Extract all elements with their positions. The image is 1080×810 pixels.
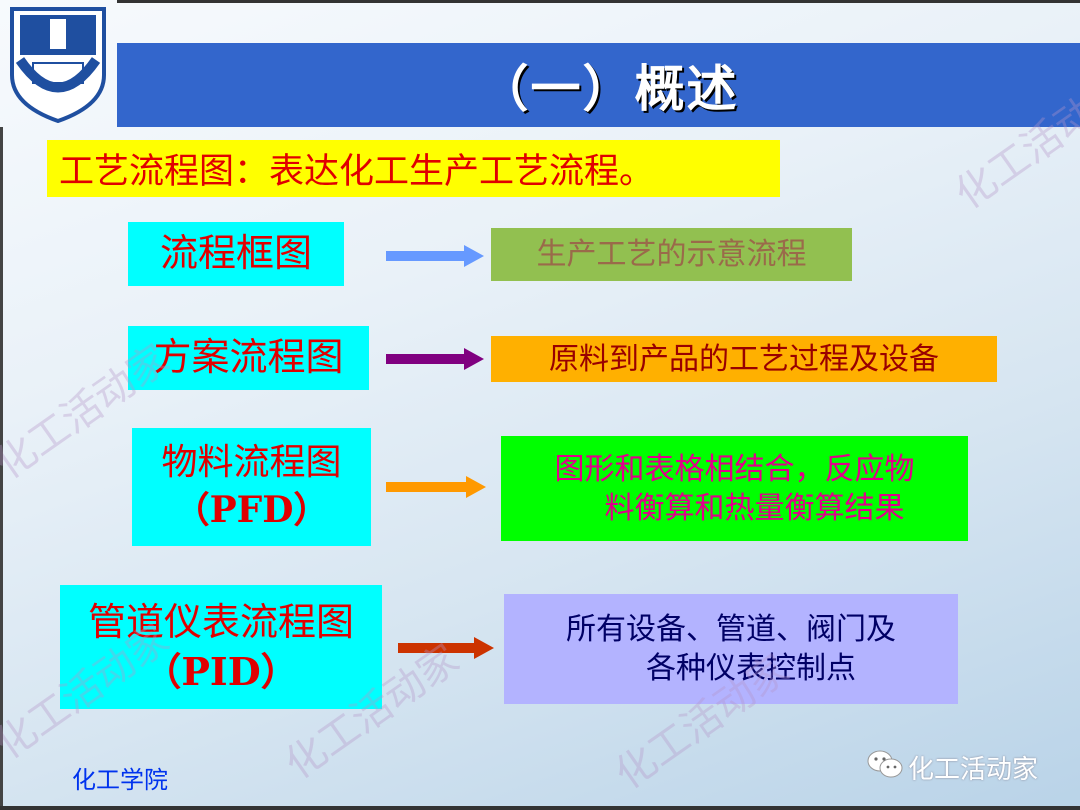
term-block-scheme-diagram: 方案流程图 bbox=[128, 326, 369, 390]
term-block-pid: 管道仪表流程图 （PID） bbox=[60, 585, 382, 709]
arrow-right-icon bbox=[386, 476, 486, 498]
desc-text: 各种仪表控制点 bbox=[646, 651, 856, 686]
arrow-right-icon bbox=[398, 637, 494, 659]
definition-banner: 工艺流程图：表达化工生产工艺流程。 bbox=[47, 140, 780, 197]
desc-block: 图形和表格相结合，反应物料衡算和热量衡算结果 bbox=[501, 436, 968, 541]
desc-text: 生产工艺的示意流程 bbox=[536, 237, 807, 272]
term-text: 物料流程图 bbox=[161, 442, 342, 484]
frame-bottom bbox=[0, 806, 1080, 810]
desc-text: 原料到产品的工艺过程及设备 bbox=[549, 341, 939, 377]
desc-text: 料衡算和热量衡算结果 bbox=[604, 490, 905, 526]
desc-text: 图形和表格相结合，反应物 bbox=[554, 451, 915, 487]
arrow-right-icon bbox=[386, 348, 484, 370]
desc-block: 所有设备、管道、阀门及各种仪表控制点 bbox=[504, 594, 958, 704]
university-logo bbox=[8, 5, 108, 124]
term-block-pfd: 物料流程图 （PFD） bbox=[132, 428, 371, 546]
term-text: 管道仪表流程图 bbox=[87, 599, 354, 644]
frame-left bbox=[0, 127, 3, 810]
term-text: 方案流程图 bbox=[153, 335, 344, 380]
wechat-name: 化工活动家 bbox=[908, 755, 1039, 785]
arrow-right-icon bbox=[386, 245, 484, 267]
school-label: 化工学院 bbox=[72, 766, 168, 794]
desc-text: 所有设备、管道、阀门及 bbox=[566, 612, 896, 647]
slide-title: （一）概述 bbox=[117, 43, 1080, 127]
wechat-account: 化工活动家 bbox=[866, 748, 1038, 787]
term-abbrev: （PID） bbox=[143, 649, 299, 694]
term-text: 流程框图 bbox=[159, 231, 312, 276]
wechat-icon bbox=[866, 748, 904, 787]
term-abbrev: （PFD） bbox=[173, 489, 330, 531]
desc-block: 生产工艺的示意流程 bbox=[491, 228, 852, 281]
frame-top bbox=[117, 0, 1080, 3]
term-block-flow-diagram: 流程框图 bbox=[128, 222, 344, 286]
desc-block: 原料到产品的工艺过程及设备 bbox=[491, 336, 997, 382]
